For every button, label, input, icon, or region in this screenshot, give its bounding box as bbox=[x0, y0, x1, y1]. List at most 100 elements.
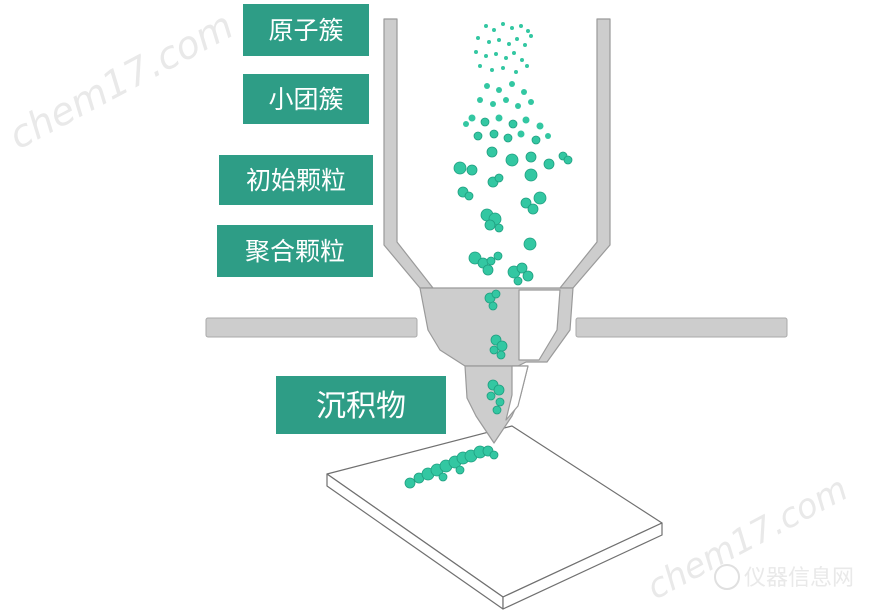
chamber-inner-details bbox=[505, 289, 561, 421]
particle bbox=[497, 38, 501, 42]
particle bbox=[494, 223, 504, 233]
particle bbox=[536, 122, 544, 130]
particle bbox=[474, 50, 478, 54]
particle bbox=[531, 135, 541, 145]
particle bbox=[488, 301, 498, 311]
particle bbox=[482, 264, 494, 276]
particle bbox=[486, 256, 496, 266]
particle bbox=[525, 64, 529, 68]
particle bbox=[494, 173, 504, 183]
watermark-brand: 仪器信息网 bbox=[714, 564, 854, 591]
particle bbox=[521, 89, 527, 95]
brand-logo-icon bbox=[714, 564, 740, 590]
particle bbox=[519, 24, 523, 28]
particle bbox=[466, 164, 478, 176]
particle bbox=[527, 203, 539, 215]
particle bbox=[515, 37, 519, 41]
particle bbox=[545, 133, 551, 139]
particle bbox=[508, 119, 518, 129]
particle bbox=[514, 70, 518, 74]
particle bbox=[490, 101, 496, 107]
particle bbox=[404, 477, 416, 489]
particle bbox=[526, 29, 530, 33]
particle bbox=[523, 43, 527, 47]
label-small-cluster-box bbox=[243, 74, 369, 124]
label-aggregate-particle-text: 聚合颗粒 bbox=[245, 237, 345, 266]
label-small-cluster: 小团簇 bbox=[243, 74, 369, 124]
particle bbox=[525, 151, 537, 163]
particle bbox=[513, 276, 523, 286]
particle bbox=[484, 219, 496, 231]
label-aggregate-particle: 聚合颗粒 bbox=[217, 225, 373, 277]
particle bbox=[524, 168, 538, 182]
label-aggregate-particle-box bbox=[217, 225, 373, 277]
particle bbox=[503, 97, 509, 103]
beam-right bbox=[575, 317, 788, 338]
particle bbox=[493, 384, 505, 396]
particle bbox=[501, 22, 505, 26]
substrate-side-face-right bbox=[502, 522, 663, 610]
funnel-inner-window bbox=[518, 289, 561, 361]
particle bbox=[490, 68, 494, 72]
particle bbox=[463, 121, 469, 127]
particle bbox=[487, 40, 491, 44]
particle bbox=[480, 117, 490, 127]
particle bbox=[509, 81, 515, 87]
chamber-wall-left bbox=[383, 18, 434, 289]
particle bbox=[563, 155, 573, 165]
particle bbox=[478, 64, 482, 68]
particle bbox=[496, 350, 506, 360]
chamber-wall-right bbox=[559, 18, 611, 289]
particle bbox=[486, 146, 498, 158]
particle bbox=[489, 345, 499, 355]
label-primary-particle-text: 初始颗粒 bbox=[246, 166, 346, 195]
particle bbox=[528, 99, 534, 105]
particle bbox=[516, 262, 528, 274]
particle bbox=[517, 130, 525, 138]
particle bbox=[505, 153, 519, 167]
particle bbox=[533, 191, 547, 205]
particle bbox=[520, 197, 532, 209]
particle bbox=[484, 24, 488, 28]
particle bbox=[455, 465, 465, 475]
particle-stream bbox=[404, 22, 573, 489]
label-deposit-text: 沉积物 bbox=[316, 389, 406, 424]
label-deposit: 沉积物 bbox=[276, 376, 446, 434]
particle bbox=[520, 58, 524, 62]
label-atom-cluster-text: 原子簇 bbox=[268, 16, 343, 45]
particle bbox=[510, 26, 514, 30]
particle bbox=[438, 472, 448, 482]
particle bbox=[468, 114, 476, 122]
particle bbox=[496, 87, 502, 93]
particle bbox=[477, 97, 483, 103]
label-atom-cluster: 原子簇 bbox=[243, 4, 369, 56]
particle bbox=[522, 116, 530, 124]
particle bbox=[484, 83, 490, 89]
label-atom-cluster-box bbox=[243, 4, 369, 56]
particle bbox=[495, 397, 505, 407]
particle bbox=[492, 405, 502, 415]
particle bbox=[515, 103, 521, 109]
particle bbox=[503, 133, 513, 143]
particle bbox=[522, 270, 534, 282]
particle bbox=[496, 340, 508, 352]
particle bbox=[489, 129, 499, 139]
substrate-plate bbox=[326, 425, 663, 610]
watermark-left: chem17.com bbox=[2, 3, 241, 158]
particle bbox=[491, 289, 501, 299]
label-primary-particle-box bbox=[219, 155, 373, 205]
particle bbox=[494, 52, 498, 56]
particle bbox=[453, 161, 467, 175]
particle bbox=[507, 42, 511, 46]
particle bbox=[476, 36, 480, 40]
label-deposit-box bbox=[276, 376, 446, 434]
particle bbox=[529, 34, 533, 38]
label-small-cluster-text: 小团簇 bbox=[268, 85, 343, 114]
particle bbox=[492, 28, 496, 32]
particle bbox=[464, 191, 474, 201]
particle bbox=[501, 66, 505, 70]
label-primary-particle: 初始颗粒 bbox=[219, 155, 373, 205]
particle bbox=[504, 56, 508, 60]
particle bbox=[484, 54, 488, 58]
